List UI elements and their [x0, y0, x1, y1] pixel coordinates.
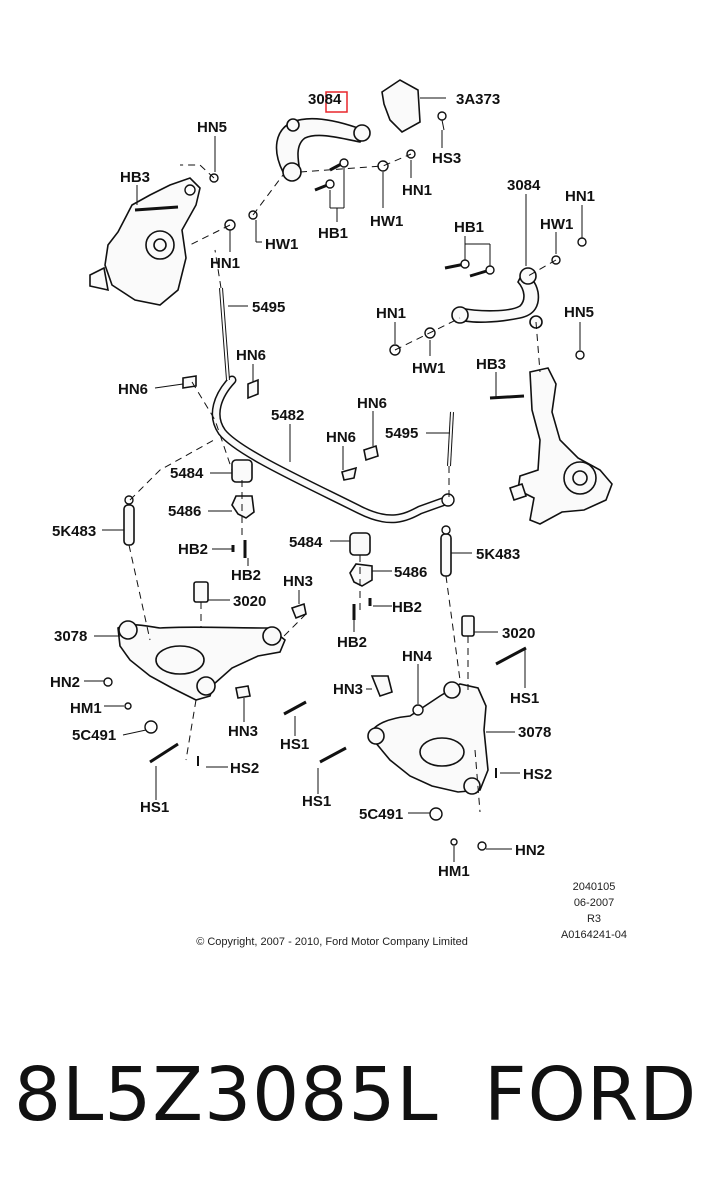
label-hw1-c: HW1 — [540, 216, 573, 233]
label-5486-left: 5486 — [168, 503, 201, 520]
label-5495-right: 5495 — [385, 425, 418, 442]
label-hb1-right: HB1 — [454, 219, 484, 236]
label-hs1-a: HS1 — [510, 690, 539, 707]
assembly-lines — [128, 153, 557, 813]
bracket-right — [349, 563, 373, 587]
label-hn2-b: HN2 — [515, 842, 545, 859]
label-hs2-a: HS2 — [230, 760, 259, 777]
bushing-left — [231, 459, 253, 483]
bracket-3a373 — [381, 79, 421, 133]
leader-lines — [84, 97, 583, 862]
hb1-bolts-right — [444, 259, 495, 278]
hb3-bolt-right — [489, 394, 525, 400]
bump-stop-right — [461, 615, 475, 637]
label-5484-right: 5484 — [289, 534, 323, 551]
label-hn1-d: HN1 — [376, 305, 406, 322]
label-hb2-a: HB2 — [178, 541, 208, 558]
label-3a373: 3A373 — [456, 91, 500, 108]
label-hn3-c: HN3 — [228, 723, 258, 740]
label-5482: 5482 — [271, 407, 304, 424]
label-hs2-b: HS2 — [523, 766, 552, 783]
brand-name: FORD — [484, 1052, 698, 1138]
part-number: 8L5Z3085L — [14, 1052, 439, 1138]
label-hs1-b: HS1 — [280, 736, 309, 753]
bracket-left — [231, 495, 255, 519]
right-upper-control-arm — [451, 267, 543, 329]
drawing-date: 06-2007 — [574, 897, 614, 909]
label-hw1-b: HW1 — [265, 236, 298, 253]
right-lower-control-arm — [367, 681, 489, 795]
label-hn4: HN4 — [402, 648, 433, 665]
label-hm1-a: HM1 — [70, 700, 102, 717]
label-hn2-a: HN2 — [50, 674, 80, 691]
label-3020-right: 3020 — [502, 625, 535, 642]
label-hn1-a: HN1 — [402, 182, 432, 199]
label-5c491-left: 5C491 — [72, 727, 116, 744]
left-steering-knuckle — [89, 177, 201, 306]
label-hs1-d: HS1 — [302, 793, 331, 810]
end-link-right — [440, 525, 452, 577]
label-hs3: HS3 — [432, 150, 461, 167]
left-upper-control-arm — [275, 117, 371, 182]
label-hb3-left: HB3 — [120, 169, 150, 186]
bump-stop-left — [193, 581, 209, 603]
label-hw1-d: HW1 — [412, 360, 445, 377]
label-5486-right: 5486 — [394, 564, 427, 581]
label-hn6-c: HN6 — [357, 395, 387, 412]
label-3078-right: 3078 — [518, 724, 551, 741]
labels: 3084 3A373 HN5 HB3 HS3 HN1 HB1 HW1 HW1 H… — [50, 91, 595, 880]
label-hn5-right: HN5 — [564, 304, 594, 321]
hb1-bolts-left — [314, 158, 349, 192]
drawing-revision: R3 — [587, 913, 601, 925]
label-hn6-d: HN6 — [326, 429, 356, 446]
bushing-right — [349, 532, 371, 556]
label-hn5-left: HN5 — [197, 119, 227, 136]
label-hn6-a: HN6 — [236, 347, 266, 364]
label-hm1-b: HM1 — [438, 863, 470, 880]
label-hb2-b: HB2 — [231, 567, 261, 584]
label-3078-left: 3078 — [54, 628, 87, 645]
drawing-code: 2040105 — [573, 881, 616, 893]
left-lower-control-arm — [117, 620, 286, 701]
copyright-notice: © Copyright, 2007 - 2010, Ford Motor Com… — [196, 936, 468, 948]
end-link-left — [123, 495, 135, 546]
label-hb2-d: HB2 — [337, 634, 367, 651]
label-hn3-b: HN3 — [333, 681, 363, 698]
label-hw1-a: HW1 — [370, 213, 403, 230]
label-hn6-b: HN6 — [118, 381, 148, 398]
hb3-bolt-left — [134, 205, 179, 212]
label-5k483-right: 5K483 — [476, 546, 520, 563]
drawing-reference: A0164241-04 — [561, 929, 627, 941]
label-5484-left: 5484 — [170, 465, 204, 482]
suspension-exploded-diagram: 3084 3A373 HN5 HB3 HS3 HN1 HB1 HW1 HW1 H… — [50, 79, 627, 948]
label-hb3-right: HB3 — [476, 356, 506, 373]
highlight-box — [325, 91, 348, 113]
label-hn3-a: HN3 — [283, 573, 313, 590]
right-steering-knuckle — [508, 367, 613, 525]
label-hn1-b: HN1 — [210, 255, 240, 272]
label-5495-left: 5495 — [252, 299, 285, 316]
label-hb1-left: HB1 — [318, 225, 348, 242]
label-hs1-c: HS1 — [140, 799, 169, 816]
label-hn1-c: HN1 — [565, 188, 595, 205]
label-3084-right: 3084 — [507, 177, 541, 194]
label-3084-left: 3084 — [308, 91, 342, 108]
label-5k483-left: 5K483 — [52, 523, 96, 540]
label-5c491-right: 5C491 — [359, 806, 403, 823]
label-3020-left: 3020 — [233, 593, 266, 610]
drawing-metadata: 2040105 06-2007 R3 A0164241-04 © Copyrig… — [196, 881, 627, 948]
label-hb2-c: HB2 — [392, 599, 422, 616]
